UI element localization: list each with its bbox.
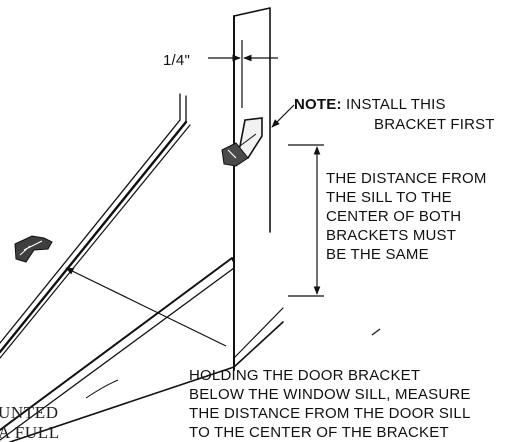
instruction-line-4: TO THE CENTER OF THE BRACKET — [189, 424, 449, 441]
caption-leader — [85, 379, 119, 399]
quarter-inch-dimension — [208, 40, 278, 108]
note-line-2: BRACKET FIRST — [374, 116, 495, 133]
quarter-inch-label: 1/4" — [163, 52, 190, 69]
cropped-caption-line-2: A FULL — [0, 423, 60, 442]
instruction-line-1: HOLDING THE DOOR BRACKET — [189, 367, 421, 384]
note-arrow — [271, 104, 295, 128]
distance-callout-line-5: BE THE SAME — [326, 246, 429, 263]
instruction-line-2: BELOW THE WINDOW SILL, MEASURE — [189, 386, 471, 403]
cropped-caption-line-1: UNTED — [0, 403, 59, 422]
note-line-1: INSTALL THIS — [346, 96, 446, 113]
distance-callout-line-4: BRACKETS MUST — [326, 227, 457, 244]
vertical-distance-dimension — [288, 144, 324, 297]
window-frame-linework — [0, 7, 284, 442]
bracket-left — [14, 235, 53, 263]
note-prefix: NOTE: — [294, 96, 342, 113]
bracket-right — [221, 117, 263, 167]
instruction-line-3: THE DISTANCE FROM THE DOOR SILL — [189, 405, 471, 422]
distance-callout-line-3: CENTER OF BOTH — [326, 208, 462, 225]
instruction-arrow — [65, 267, 227, 347]
stray-mark — [371, 328, 381, 336]
distance-callout-line-2: THE SILL TO THE — [326, 189, 452, 206]
distance-callout-line-1: THE DISTANCE FROM — [326, 170, 487, 187]
install-note: NOTE: INSTALL THIS — [294, 96, 446, 113]
